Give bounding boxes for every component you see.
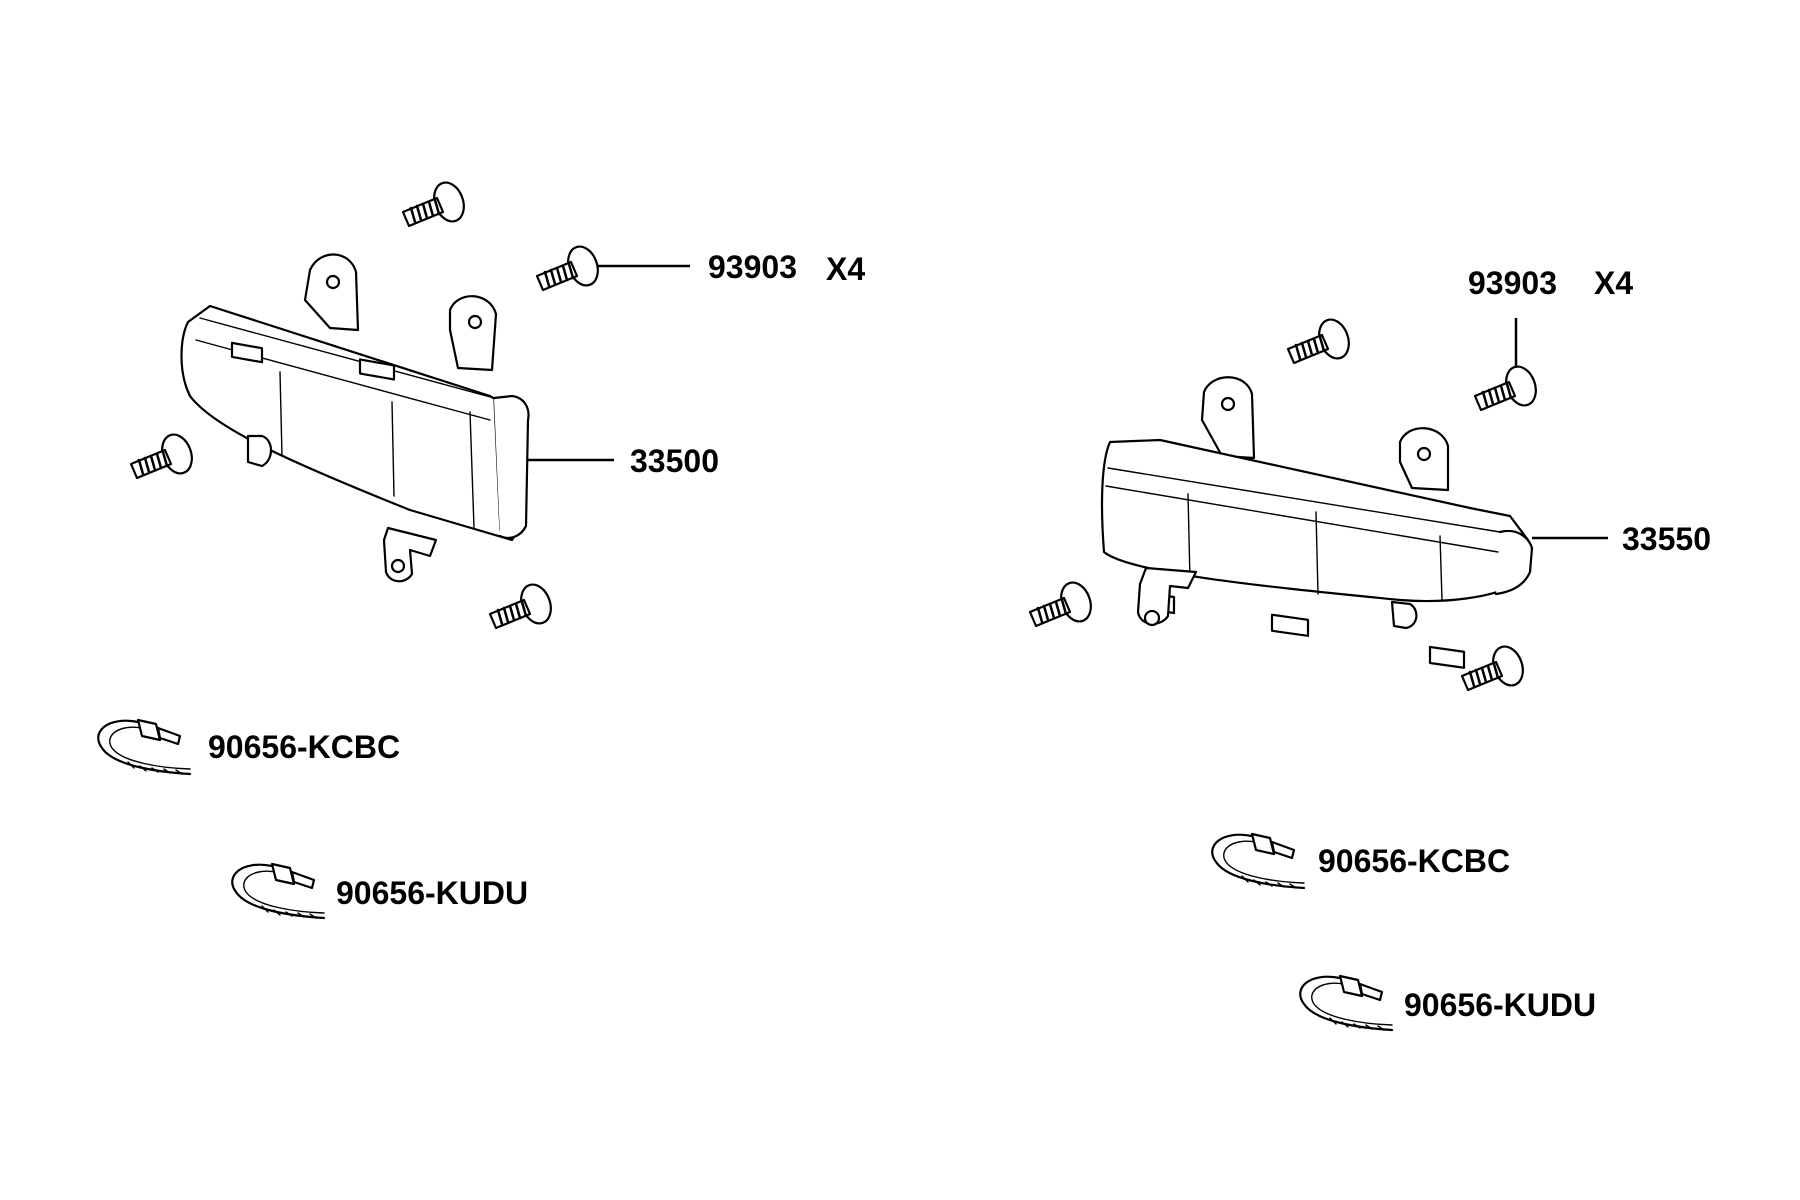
label-band-kudu: 90656-KUDU (1404, 987, 1596, 1023)
screw-icon (535, 241, 605, 292)
cable-band-icon (231, 862, 326, 920)
screw-icon (401, 177, 471, 228)
screw-icon (1473, 361, 1543, 412)
screw-icon (488, 579, 558, 630)
screw-icon (1028, 577, 1098, 628)
label-lamp-part: 33500 (630, 443, 719, 479)
cable-band-icon (97, 718, 192, 776)
label-screw-qty: X4 (1594, 265, 1633, 301)
cable-band-icon (1211, 832, 1306, 890)
lamp-unit-33550 (1100, 376, 1534, 669)
label-lamp-part: 33550 (1622, 521, 1711, 557)
label-band-kcbc: 90656-KCBC (208, 729, 400, 765)
screw-icon (129, 429, 199, 480)
cable-band-icon (1299, 974, 1394, 1032)
label-screw-part: 93903 (708, 249, 797, 285)
label-screw-qty: X4 (826, 251, 865, 287)
screw-icon (1286, 314, 1356, 365)
left-assembly: 93903 X4 33500 90656-KCBC 90656-KUDU (97, 177, 865, 920)
lamp-unit-33500 (180, 253, 530, 583)
right-assembly: 93903 X4 33550 90656-KCBC 90656-KUDU (1028, 265, 1711, 1032)
label-band-kcbc: 90656-KCBC (1318, 843, 1510, 879)
screw-icon (1460, 641, 1530, 692)
label-screw-part: 93903 (1468, 265, 1557, 301)
label-band-kudu: 90656-KUDU (336, 875, 528, 911)
